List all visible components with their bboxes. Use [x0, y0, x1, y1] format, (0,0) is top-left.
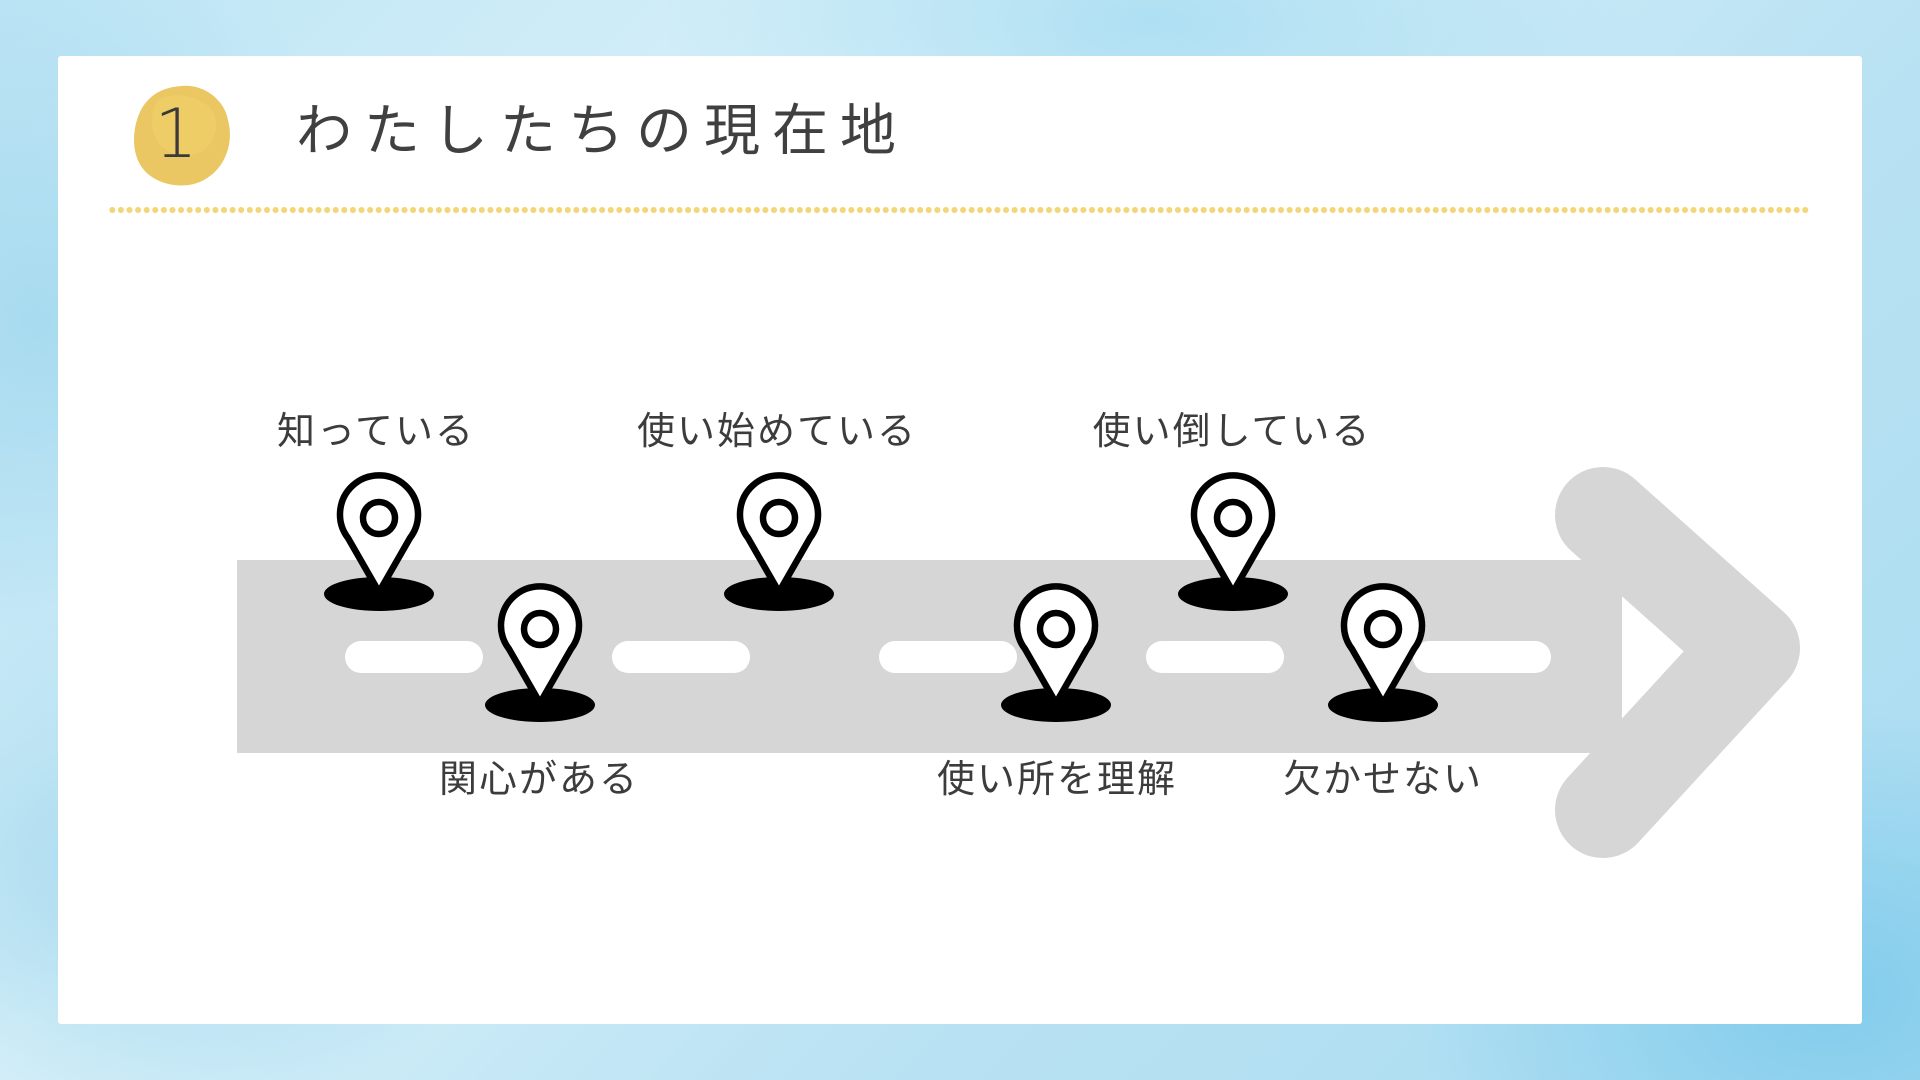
stage-label-essential: 欠かせない — [1282, 757, 1484, 801]
number-badge — [134, 85, 230, 186]
lane-dash — [879, 641, 1017, 673]
map-pin-icon — [324, 472, 434, 611]
road-arrow-head — [1555, 467, 1800, 858]
slide-number: 1 — [154, 95, 198, 174]
lane-dash — [612, 641, 750, 673]
stage-label-started: 使い始めている — [636, 409, 918, 453]
lane-dash — [345, 641, 483, 673]
map-pin-icon — [1178, 472, 1288, 611]
map-pin-icon — [724, 472, 834, 611]
lane-dash — [1146, 641, 1284, 673]
lane-dash — [1413, 641, 1551, 673]
map-pin-icon — [1001, 583, 1111, 722]
stage-label-aware: 知っている — [276, 409, 476, 453]
stage-label-interested: 関心がある — [438, 757, 640, 801]
stage-label-understands: 使い所を理解 — [936, 757, 1178, 801]
stage-label-heavy-use: 使い倒している — [1092, 409, 1372, 453]
map-pin-icon — [1328, 583, 1438, 722]
dotted-divider — [108, 206, 1810, 214]
page-title: わたしたちの現在地 — [296, 99, 908, 164]
map-pin-icon — [485, 583, 595, 722]
